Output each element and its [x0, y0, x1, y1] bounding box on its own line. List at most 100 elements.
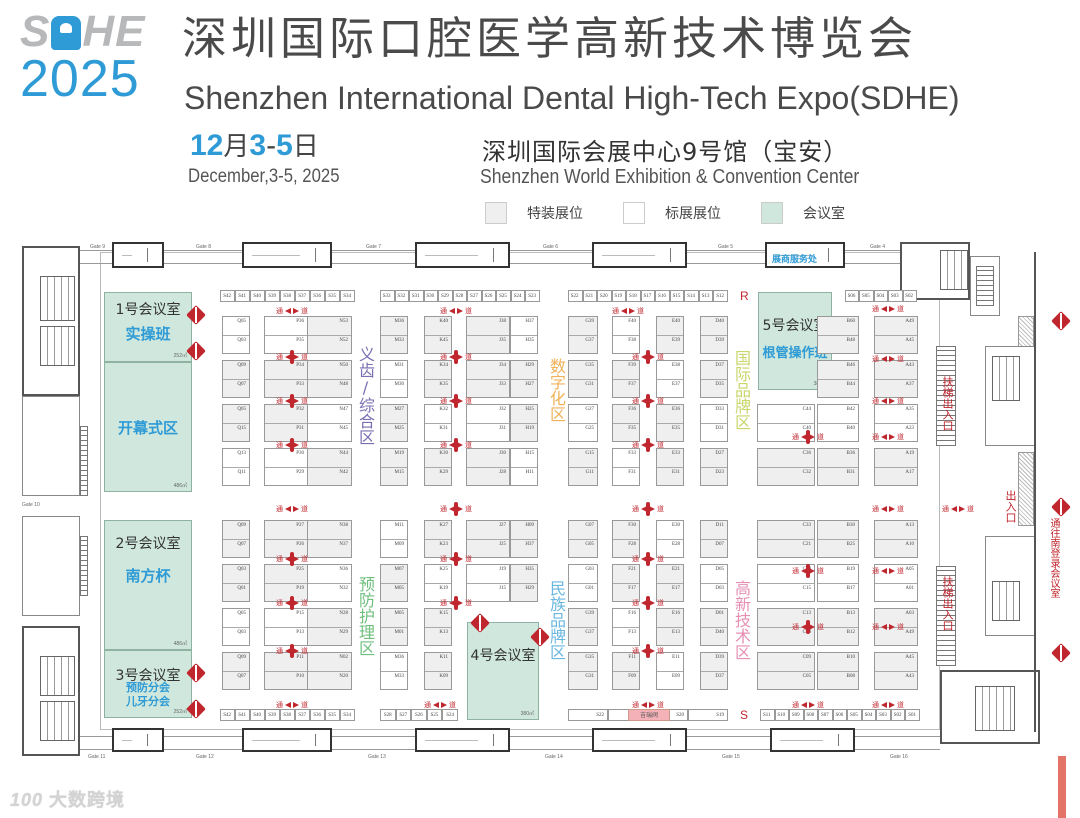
meeting-room-2[interactable]: 2号会议室 南方杯 486㎡: [104, 520, 192, 650]
booth[interactable]: S31: [409, 290, 424, 302]
booth[interactable]: S05: [847, 709, 862, 721]
booth[interactable]: S27: [395, 709, 412, 721]
booth[interactable]: S28: [452, 290, 468, 302]
booth[interactable]: S38: [280, 290, 295, 302]
booth[interactable]: S03: [888, 290, 903, 302]
booth[interactable]: S24: [510, 290, 526, 302]
booth[interactable]: S39: [265, 290, 280, 302]
booth[interactable]: S32: [394, 290, 410, 302]
booth[interactable]: S19: [688, 709, 728, 721]
booth[interactable]: S06: [832, 709, 848, 721]
booth[interactable]: S07: [818, 709, 833, 721]
booth[interactable]: S42: [220, 290, 235, 302]
booth[interactable]: S18: [626, 290, 641, 302]
booth[interactable]: S09: [789, 709, 804, 721]
booth[interactable]: S12: [713, 290, 729, 302]
booth[interactable]: S38: [280, 709, 295, 721]
booth[interactable]: S22: [568, 709, 608, 721]
booth[interactable]: S22: [568, 290, 583, 302]
booth[interactable]: S34: [340, 709, 355, 721]
booth[interactable]: S30: [423, 290, 439, 302]
booth[interactable]: S04: [873, 290, 889, 302]
booth[interactable]: S40: [250, 290, 265, 302]
booth[interactable]: S01: [905, 709, 921, 721]
entrance-icon[interactable]: [1051, 643, 1071, 663]
booth[interactable]: S25: [426, 709, 443, 721]
booth[interactable]: S20: [597, 290, 612, 302]
booth[interactable]: S16: [655, 290, 670, 302]
booth[interactable]: S13: [698, 290, 714, 302]
booth[interactable]: S34: [340, 290, 355, 302]
meeting-room-1[interactable]: 1号会议室 实操班 252㎡: [104, 292, 192, 362]
meeting-room-4[interactable]: 4号会议室 380㎡: [467, 622, 539, 720]
exhibitor-service-building[interactable]: [765, 242, 845, 268]
booth[interactable]: S35: [325, 709, 340, 721]
booth[interactable]: S24: [442, 709, 458, 721]
booth[interactable]: S37: [295, 290, 310, 302]
booth[interactable]: S33: [380, 290, 395, 302]
booth[interactable]: S42: [220, 709, 235, 721]
booth[interactable]: S11: [760, 709, 775, 721]
booth[interactable]: S23: [525, 290, 541, 302]
booth[interactable]: S15: [669, 290, 685, 302]
booth[interactable]: S14: [684, 290, 699, 302]
